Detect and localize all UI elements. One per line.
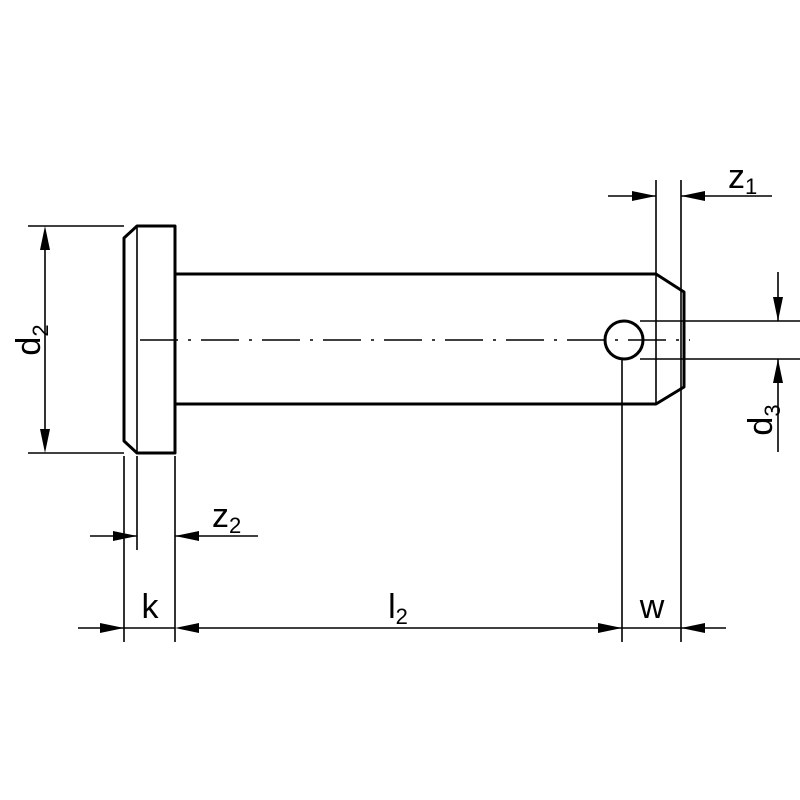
d3-label-sub: 3 — [760, 404, 785, 416]
d3-label-main: d — [742, 417, 780, 436]
extension-lines — [28, 180, 800, 642]
dimension-z2: z2 — [90, 497, 258, 541]
d2-label-sub: 2 — [28, 324, 53, 336]
l2-label: l2 — [388, 588, 408, 629]
dimension-d3: d3 — [742, 272, 785, 452]
l2-label-main: l — [388, 588, 396, 626]
z1-label-sub: 1 — [745, 174, 757, 199]
z2-label-sub: 2 — [229, 513, 241, 538]
d2-label: d2 — [10, 324, 53, 355]
z2-label: z2 — [212, 497, 241, 538]
z2-label-main: z — [212, 497, 229, 535]
l2-label-sub: 2 — [396, 604, 408, 629]
dimension-z1: z1 — [608, 158, 772, 201]
z1-label: z1 — [728, 158, 757, 199]
k-label: k — [142, 588, 160, 626]
pin-shank — [175, 272, 686, 406]
dimension-d2: d2 — [10, 226, 53, 453]
d3-label: d3 — [742, 404, 785, 435]
d2-label-main: d — [10, 337, 48, 356]
dimension-chain-bottom: k l2 w — [78, 588, 726, 633]
w-label: w — [639, 588, 665, 626]
z1-label-main: z — [728, 158, 745, 196]
